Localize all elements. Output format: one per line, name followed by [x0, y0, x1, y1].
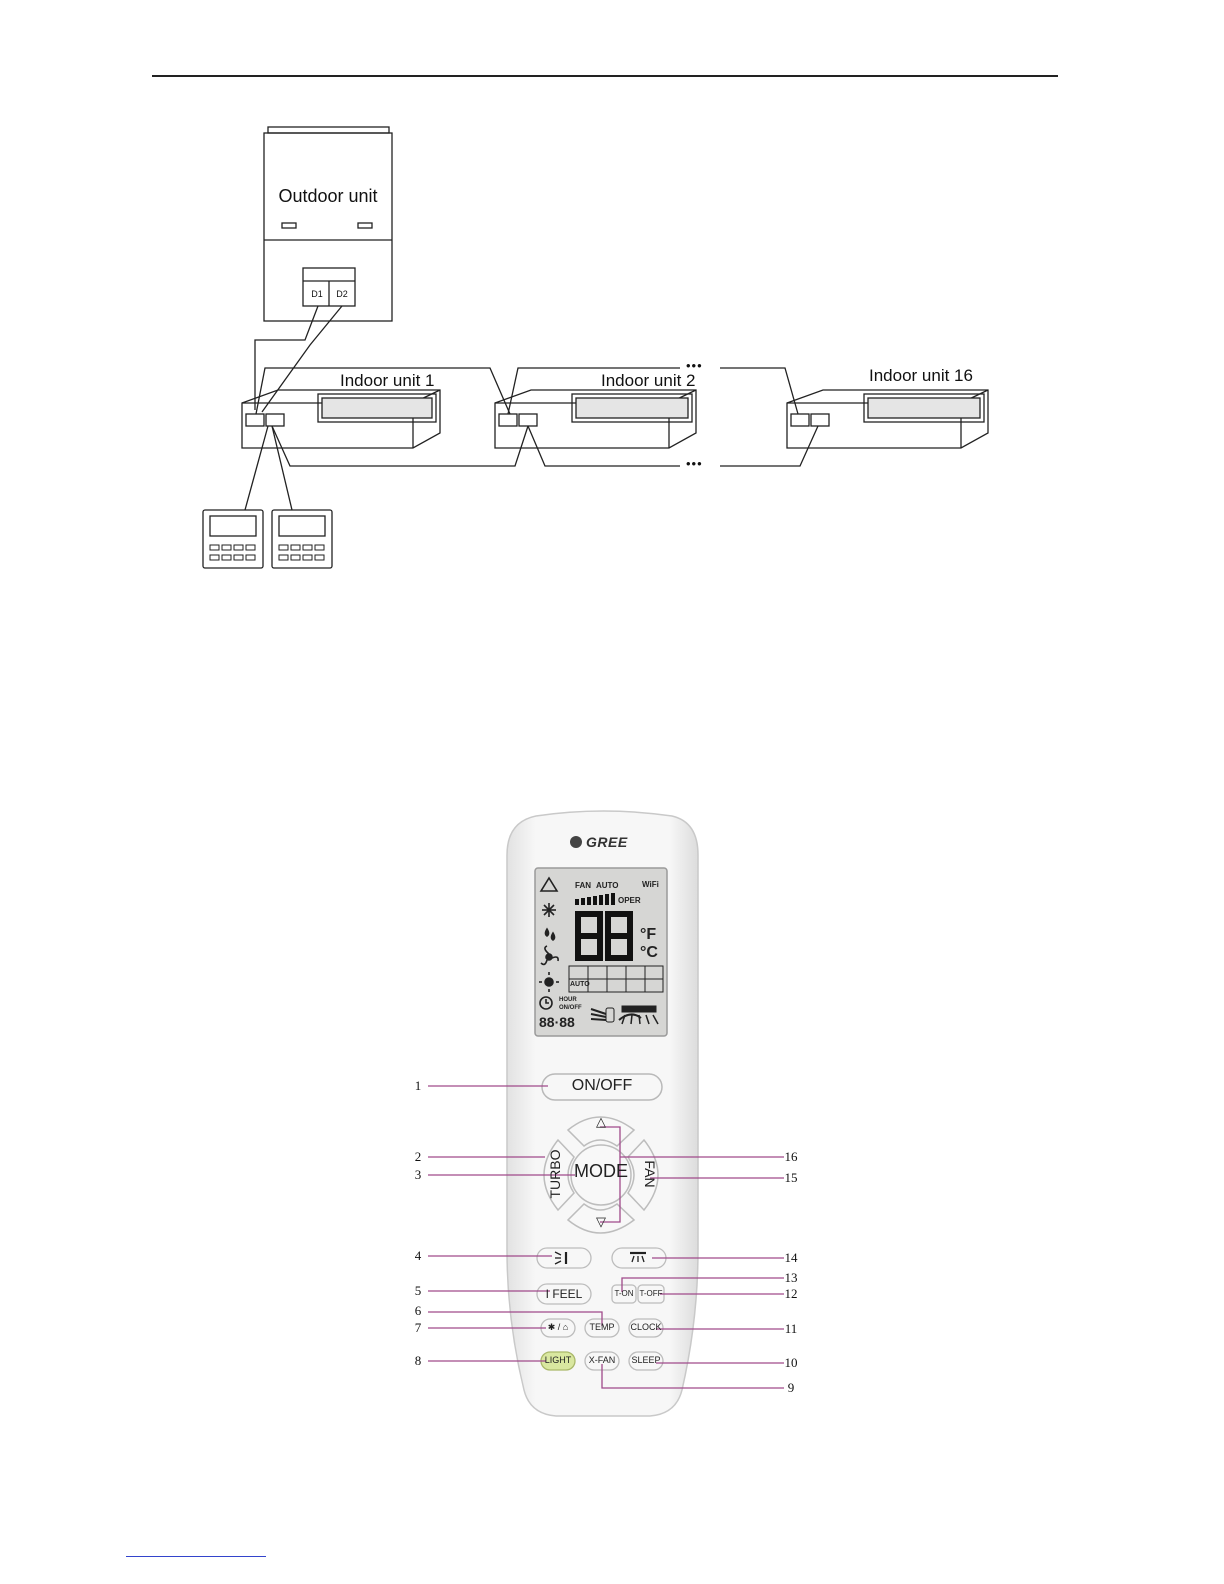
lcd-auto-label: AUTO: [596, 881, 619, 890]
lcd-oper-label: OPER: [618, 896, 641, 905]
indoor-unit-2-label: Indoor unit 2: [601, 371, 696, 391]
gree-logo-icon: [570, 836, 582, 848]
callout-10: 10: [781, 1355, 801, 1371]
mode-button[interactable]: MODE: [571, 1161, 631, 1182]
indoor-unit-1-label: Indoor unit 1: [340, 371, 435, 391]
lcd-auto-small: AUTO: [570, 981, 590, 988]
callout-4: 4: [408, 1248, 428, 1264]
terminal-d1: D1: [304, 289, 330, 299]
down-button[interactable]: ▽: [588, 1214, 614, 1230]
lcd-unit-f: °F: [640, 926, 656, 944]
health-button[interactable]: ✱ / ⌂: [541, 1322, 575, 1333]
callout-6: 6: [408, 1303, 428, 1319]
callout-15: 15: [781, 1170, 801, 1186]
indoor-unit-16: [787, 390, 988, 448]
ifeel-button[interactable]: I FEEL: [537, 1287, 591, 1301]
onoff-button[interactable]: ON/OFF: [542, 1077, 662, 1095]
lcd-hour-label: HOUR: [559, 997, 577, 1003]
turbo-button[interactable]: TURBO: [547, 1139, 563, 1209]
xfan-button[interactable]: X-FAN: [585, 1355, 619, 1365]
lcd-mode-icons: [539, 878, 559, 1009]
light-button[interactable]: LIGHT: [541, 1355, 575, 1365]
indoor-unit-16-label: Indoor unit 16: [869, 366, 973, 386]
outdoor-unit-label: Outdoor unit: [264, 186, 392, 207]
callout-11: 11: [781, 1321, 801, 1337]
outdoor-vent-right: [358, 223, 372, 228]
lcd-wifi-label: WiFi: [642, 880, 659, 889]
clock-button[interactable]: CLOCK: [629, 1322, 663, 1332]
lcd-timer-digits: 88·88: [539, 1014, 575, 1030]
lcd-big-digits: [578, 914, 630, 958]
fan-button[interactable]: FAN: [642, 1144, 658, 1204]
callout-3: 3: [408, 1167, 428, 1183]
temp-button[interactable]: TEMP: [585, 1322, 619, 1332]
outdoor-unit-top: [268, 127, 389, 133]
indoor-unit-2: [495, 390, 696, 448]
ellipsis-bottom: •••: [686, 456, 703, 471]
lcd-unit-c: °C: [640, 944, 658, 962]
callout-7: 7: [408, 1320, 428, 1336]
callout-lines: [428, 1086, 784, 1388]
swing-vertical-button-shape: [537, 1248, 591, 1268]
wired-controller-2: [272, 510, 332, 568]
wired-controller-1: [203, 510, 263, 568]
callout-1: 1: [408, 1078, 428, 1094]
outdoor-vent-left: [282, 223, 296, 228]
remote-brand: GREE: [586, 834, 628, 850]
lcd-function-grid: [569, 966, 663, 1024]
lcd-fan-bars: [575, 893, 615, 905]
callout-5: 5: [408, 1283, 428, 1299]
sleep-button[interactable]: SLEEP: [629, 1355, 663, 1365]
callout-13: 13: [781, 1270, 801, 1286]
lcd-onoff-label: ON/OFF: [559, 1005, 582, 1011]
wiring-diagram: [0, 0, 1224, 620]
toff-button[interactable]: T-OFF: [638, 1289, 664, 1298]
callout-8: 8: [408, 1353, 428, 1369]
swing-horizontal-button-shape: [612, 1248, 666, 1268]
footer-rule: [126, 1556, 266, 1557]
callout-2: 2: [408, 1149, 428, 1165]
callout-9: 9: [781, 1380, 801, 1396]
lcd-fan-label: FAN: [575, 881, 591, 890]
swing-icons: [555, 1252, 646, 1264]
callout-12: 12: [781, 1286, 801, 1302]
up-button[interactable]: △: [588, 1114, 614, 1130]
ton-button[interactable]: T-ON: [612, 1289, 636, 1298]
callout-16: 16: [781, 1149, 801, 1165]
terminal-d2: D2: [329, 289, 355, 299]
callout-14: 14: [781, 1250, 801, 1266]
ellipsis-top: •••: [686, 358, 703, 373]
